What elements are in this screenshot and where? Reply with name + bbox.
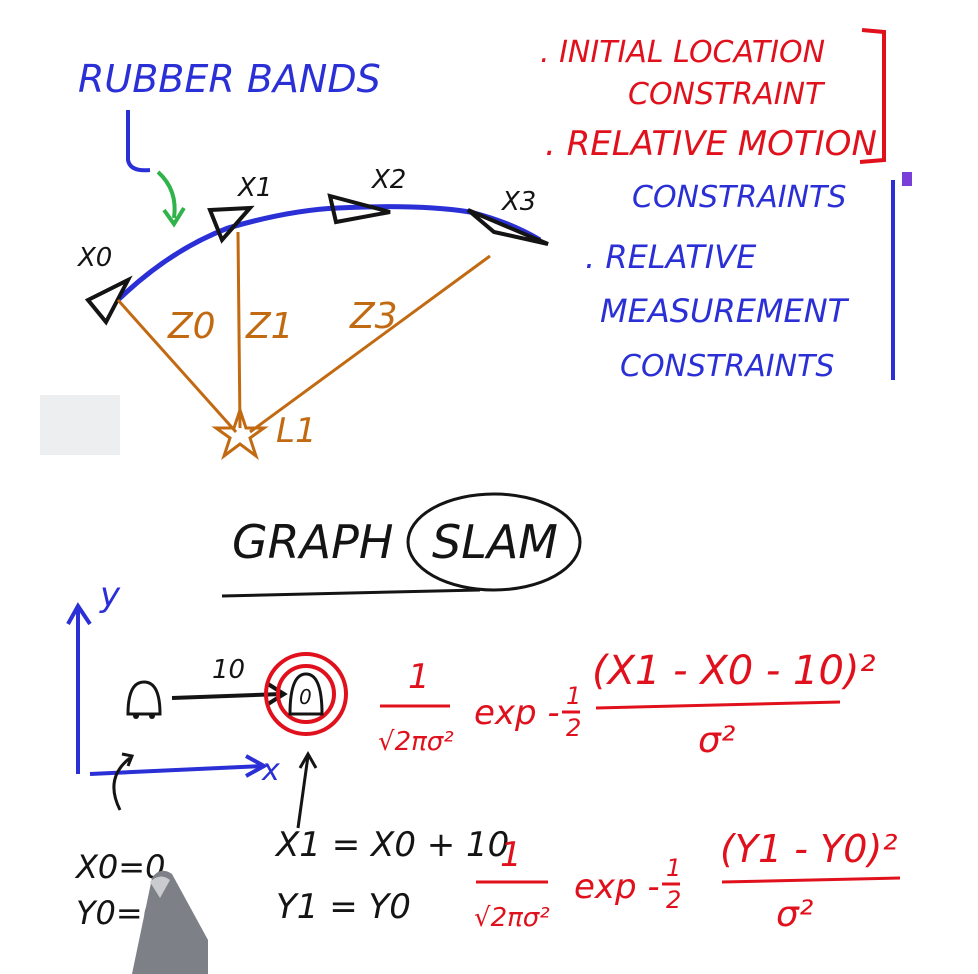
f2-half-num: 1 <box>666 854 681 882</box>
f2-denominator: σ² <box>776 894 813 935</box>
measurement-z3-line <box>249 254 491 434</box>
robot-x0-icon <box>126 680 162 716</box>
measurement-label-z1: Z1 <box>245 306 294 347</box>
whiteboard-smudge <box>40 395 120 455</box>
f2-exp: exp - <box>574 867 660 907</box>
motion-arrow <box>171 692 283 700</box>
x1-pointer <box>296 755 310 829</box>
f1-main-bar <box>595 700 841 710</box>
f1-exp: exp - <box>474 693 560 733</box>
pose-label-x2: X2 <box>370 165 406 195</box>
equation-y1: Y1 = Y0 <box>276 887 411 927</box>
constraint-relative-measurement: . RELATIVE <box>585 238 757 276</box>
constraint-initial-location-2: CONSTRAINT <box>628 77 826 112</box>
constraint-relative-measurement-2: MEASUREMENT <box>600 292 850 330</box>
title-graph: GRAPH <box>232 515 393 569</box>
f2-den: √2πσ² <box>474 903 550 933</box>
constraint-relative-measurement-3: CONSTRAINTS <box>620 349 834 384</box>
f1-half-num: 1 <box>566 682 581 710</box>
pose-label-x0: X0 <box>76 243 112 273</box>
pose-x2-triangle <box>327 193 391 225</box>
label-bracket <box>126 110 151 173</box>
motion-value: 10 <box>212 655 245 685</box>
title-slam: SLAM <box>432 515 558 569</box>
rubber-band-arrow <box>156 170 177 219</box>
y-axis-label: y <box>99 575 121 615</box>
f2-half-den: 2 <box>666 886 681 914</box>
rubber-bands-drawing: RUBBER BANDS . INITIAL LOCATION CONSTRAI… <box>40 28 912 461</box>
rubber-band-arrowhead <box>162 206 186 228</box>
rubber-bands-label: RUBBER BANDS <box>78 57 381 101</box>
f2-main-bar <box>721 876 901 884</box>
pose-x0-triangle <box>84 275 133 326</box>
f1-num: 1 <box>408 657 430 697</box>
panel-divider <box>0 470 978 478</box>
f1-denominator: σ² <box>698 720 735 761</box>
x-axis-label: x <box>261 753 280 788</box>
trajectory-line <box>116 204 542 302</box>
landmark-label: L1 <box>276 411 317 451</box>
robot-x0-wheel <box>149 713 155 719</box>
robot-x1-icon <box>288 672 324 716</box>
red-bracket <box>859 28 886 164</box>
constraint-relative-motion: . RELATIVE MOTION <box>545 124 877 164</box>
measurement-label-z0: Z0 <box>167 306 216 347</box>
pose-label-x3: X3 <box>500 187 536 217</box>
robot-x1-outer-circle <box>264 652 348 736</box>
constraint-relative-motion-2: CONSTRAINTS <box>632 180 846 215</box>
title-underline <box>221 588 481 598</box>
x-axis-arrowhead <box>245 754 269 778</box>
f1-half-den: 2 <box>566 714 581 742</box>
slam-circle <box>406 492 582 592</box>
x0-pointer-head <box>121 752 135 767</box>
pose-x3-triangle <box>466 208 549 246</box>
rubber-bands-panel: RUBBER BANDS . INITIAL LOCATION CONSTRAI… <box>0 0 978 470</box>
robot-x0-wheel <box>133 713 139 719</box>
graph-slam-drawing: GRAPH SLAM y x 10 0 X0=0 Y0=0 <box>66 492 901 974</box>
y-axis-arrowhead <box>66 602 92 626</box>
graph-slam-panel: GRAPH SLAM y x 10 0 X0=0 Y0=0 <box>0 478 978 974</box>
f2-numerator: (Y1 - Y0)² <box>720 827 898 871</box>
f1-numerator: (X1 - X0 - 10)² <box>592 648 876 694</box>
landmark-star-icon <box>211 405 269 461</box>
x0-pointer <box>112 756 131 811</box>
robot-x1-marker: 0 <box>299 685 312 709</box>
equation-x1: X1 = X0 + 10 <box>274 825 509 865</box>
f1-den: √2πσ² <box>378 727 454 757</box>
pen-marker-icon <box>132 870 208 974</box>
f2-num: 1 <box>500 835 522 875</box>
pose-label-x1: X1 <box>236 173 272 203</box>
purple-mark <box>902 172 912 186</box>
motion-arrowhead <box>266 682 288 706</box>
x1-pointer-head <box>298 750 318 769</box>
constraint-initial-location: . INITIAL LOCATION <box>540 35 825 70</box>
pose-x1-triangle <box>207 205 255 244</box>
measurement-z0-line <box>116 299 238 433</box>
robot-x1-inner-circle <box>276 664 336 724</box>
init-x0: X0=0 <box>74 848 165 886</box>
measurement-z1-line <box>236 231 242 429</box>
measurement-label-z3: Z3 <box>349 296 398 337</box>
pen-tip-icon <box>150 876 170 898</box>
